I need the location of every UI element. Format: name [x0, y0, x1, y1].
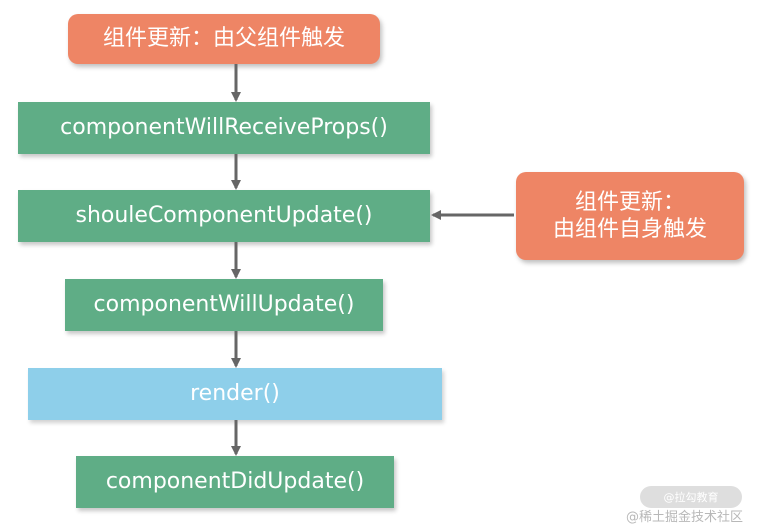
watermark-badge-text: @拉勾教育	[663, 491, 719, 504]
step-component-will-update: componentWillUpdate()	[65, 279, 383, 331]
step-render: render()	[28, 368, 442, 420]
trigger-self-line2: 由组件自身触发	[552, 217, 707, 242]
step-label: shouleComponentUpdate()	[75, 203, 373, 229]
step-label: render()	[190, 381, 280, 407]
watermark-badge: @拉勾教育	[640, 486, 742, 508]
step-should-component-update: shouleComponentUpdate()	[18, 190, 430, 242]
trigger-self-box: 组件更新： 由组件自身触发	[516, 172, 744, 260]
trigger-self-line1: 组件更新：	[574, 189, 685, 215]
step-label: componentWillUpdate()	[93, 292, 355, 318]
watermark-text: @稀土掘金技术社区	[626, 506, 743, 525]
watermark-label: @稀土掘金技术社区	[626, 510, 744, 525]
trigger-parent-box: 组件更新：由父组件触发	[68, 14, 380, 64]
step-component-did-update: componentDidUpdate()	[76, 456, 394, 508]
step-label: componentDidUpdate()	[105, 469, 365, 495]
trigger-parent-label: 组件更新：由父组件触发	[102, 26, 345, 52]
step-component-will-receive-props: componentWillReceiveProps()	[18, 102, 430, 154]
step-label: componentWillReceiveProps()	[60, 115, 388, 141]
